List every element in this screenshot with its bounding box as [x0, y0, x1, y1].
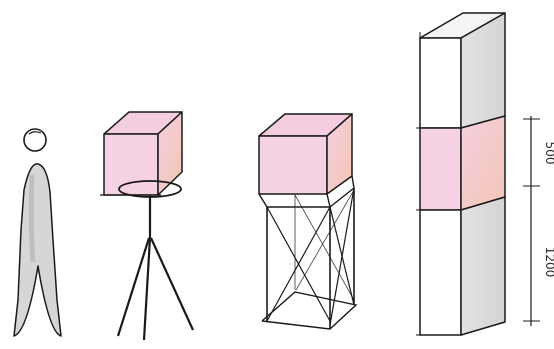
- tall-column: [416, 13, 505, 335]
- lattice-tower-cube: [259, 114, 356, 329]
- tripod-cube: [100, 112, 193, 340]
- dimension-label-upper: 500: [543, 142, 554, 165]
- dimension-line: 500 1200: [523, 116, 554, 326]
- tripod-leg-right: [151, 238, 193, 330]
- body-silhouette: [14, 164, 61, 336]
- dimension-label-lower: 1200: [543, 247, 554, 278]
- human-figure: [14, 129, 61, 336]
